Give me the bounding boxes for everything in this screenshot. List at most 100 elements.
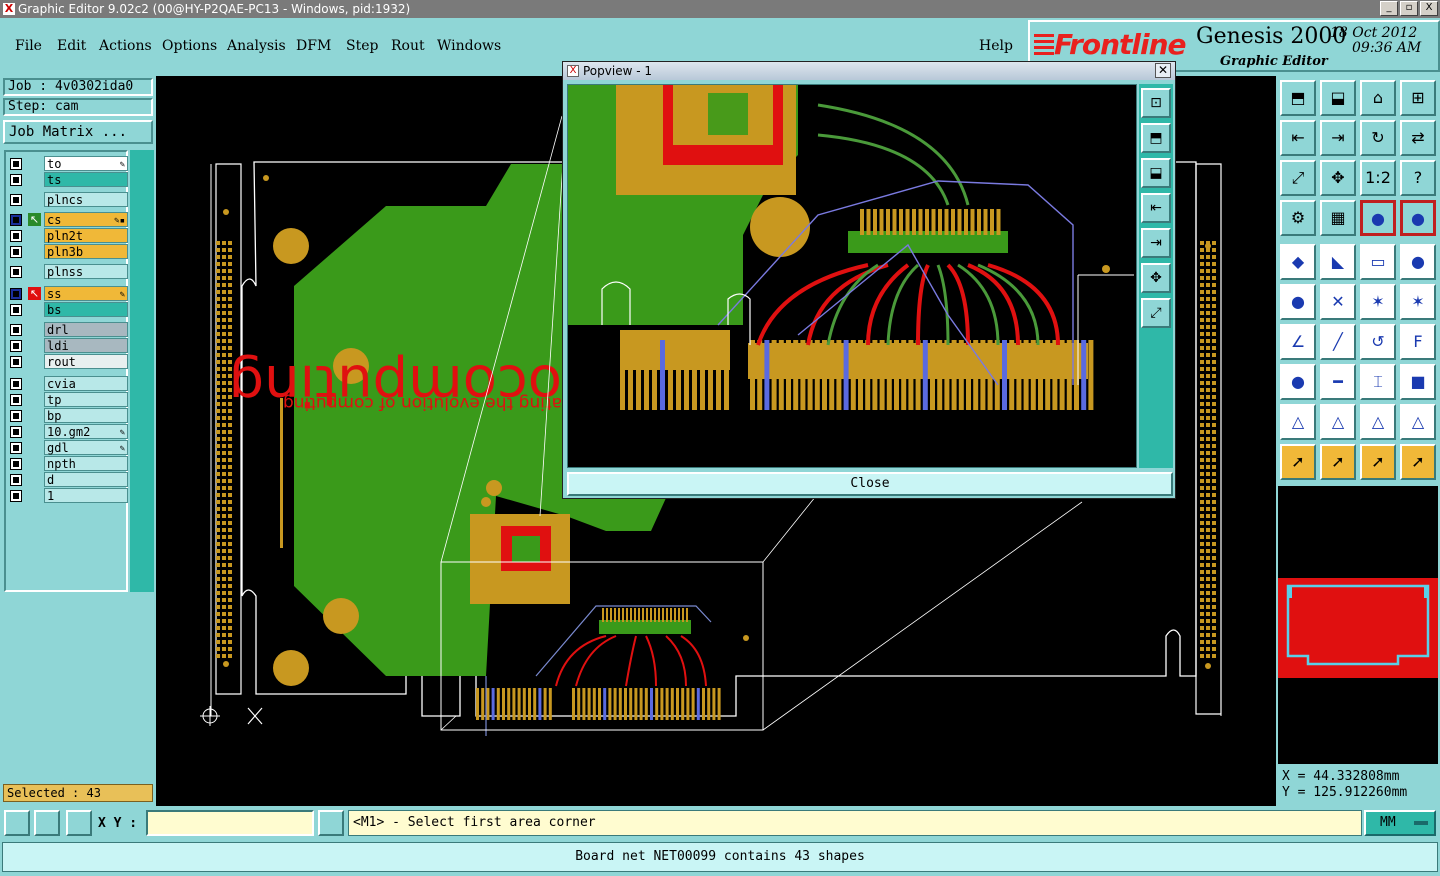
pointer-net-icon[interactable]: ➚ <box>1400 444 1436 480</box>
menu-help[interactable]: Help <box>979 38 1013 54</box>
layer-name[interactable]: to✎ <box>44 156 128 171</box>
layer-name[interactable]: ldi <box>44 338 128 353</box>
menu-analysis[interactable]: Analysis <box>227 38 286 54</box>
layer-name[interactable]: d <box>44 472 128 487</box>
popview-close-button[interactable]: Close <box>567 472 1173 496</box>
layer-checkbox[interactable] <box>10 474 22 486</box>
pointer-alt-icon[interactable]: ➚ <box>1360 444 1396 480</box>
connect-icon[interactable]: ● <box>1280 284 1316 320</box>
segment-icon[interactable]: ━ <box>1320 364 1356 400</box>
layer-row-to[interactable]: to✎ <box>8 156 128 172</box>
pointer-box-icon[interactable]: ➚ <box>1320 444 1356 480</box>
menu-edit[interactable]: Edit <box>57 38 87 54</box>
popview-close-x-button[interactable]: ✕ <box>1155 63 1171 78</box>
layer-checkbox[interactable] <box>10 214 22 226</box>
layer-name[interactable]: 10.gm2✎ <box>44 424 128 439</box>
layer-name[interactable]: bs <box>44 302 128 317</box>
menu-actions[interactable]: Actions <box>99 38 152 54</box>
menu-file[interactable]: File <box>15 38 42 54</box>
layer-name[interactable]: pln2t <box>44 228 128 243</box>
layer-row-1[interactable]: 1 <box>8 488 128 504</box>
text-icon[interactable]: F <box>1400 324 1436 360</box>
triangle-icon[interactable]: △ <box>1280 404 1316 440</box>
layer-name[interactable]: npth <box>44 456 128 471</box>
layer-row-cvia[interactable]: cvia <box>8 376 128 392</box>
layer-name[interactable]: tp <box>44 392 128 407</box>
layer-checkbox[interactable] <box>10 288 22 300</box>
layer-row-npth[interactable]: npth <box>8 456 128 472</box>
swap-icon[interactable]: ⇄ <box>1400 120 1436 156</box>
overview-minimap[interactable] <box>1278 486 1438 764</box>
layer-name[interactable]: plncs <box>44 192 128 207</box>
layer-row-rout[interactable]: rout <box>8 354 128 370</box>
layer-row-plnss[interactable]: plnss <box>8 264 128 280</box>
cross-icon[interactable]: ✕ <box>1320 284 1356 320</box>
popview-zoom-out-icon[interactable]: ⬓ <box>1141 158 1171 188</box>
line-icon[interactable]: ╱ <box>1320 324 1356 360</box>
layer-row-ldi[interactable]: ldi <box>8 338 128 354</box>
popview-pan-right-icon[interactable]: ⇥ <box>1141 228 1171 258</box>
layer-row-tp[interactable]: tp <box>8 392 128 408</box>
popview-zoom-icon[interactable]: ⊡ <box>1141 88 1171 118</box>
menu-step[interactable]: Step <box>346 38 379 54</box>
layer-name[interactable]: plnss <box>44 264 128 279</box>
layer-name[interactable]: cvia <box>44 376 128 391</box>
layer-name[interactable]: drl <box>44 322 128 337</box>
home-icon[interactable]: ⌂ <box>1360 80 1396 116</box>
grid-icon[interactable]: ▦ <box>1320 200 1356 236</box>
popview-pan-left-icon[interactable]: ⇤ <box>1141 193 1171 223</box>
triangle-alt-icon[interactable]: △ <box>1320 404 1356 440</box>
triangle-sel-icon[interactable]: △ <box>1400 404 1436 440</box>
zoom-out-icon[interactable]: ⬓ <box>1320 80 1356 116</box>
layer-row-bs[interactable]: bs <box>8 302 128 318</box>
layer-checkbox[interactable] <box>10 304 22 316</box>
layer-checkbox[interactable] <box>10 266 22 278</box>
close-window-button[interactable]: X <box>1420 1 1438 16</box>
layer-list-scroll-strip[interactable] <box>130 150 154 592</box>
layer-row-plncs[interactable]: plncs <box>8 192 128 208</box>
layer-checkbox[interactable] <box>10 410 22 422</box>
vertex-icon[interactable]: ✶ <box>1360 284 1396 320</box>
measure-icon[interactable]: ⌶ <box>1360 364 1396 400</box>
popview-canvas[interactable] <box>567 84 1137 468</box>
settings-icon[interactable]: ⚙ <box>1280 200 1316 236</box>
layer-name[interactable]: gdl✎ <box>44 440 128 455</box>
zoom-fit-icon[interactable]: ✥ <box>1320 160 1356 196</box>
layer-checkbox[interactable] <box>10 230 22 242</box>
layer-checkbox[interactable] <box>10 378 22 390</box>
layer-row-gdl[interactable]: gdl✎ <box>8 440 128 456</box>
help-icon[interactable]: ? <box>1400 160 1436 196</box>
scale-1-2-icon[interactable]: 1:2 <box>1360 160 1396 196</box>
maximize-button[interactable]: ▫ <box>1400 1 1418 16</box>
menu-rout[interactable]: Rout <box>391 38 425 54</box>
layer-checkbox[interactable] <box>10 458 22 470</box>
triangle-filled-icon[interactable]: △ <box>1360 404 1396 440</box>
info-icon[interactable] <box>318 810 344 836</box>
dot-icon[interactable]: ● <box>1400 244 1436 280</box>
layer-checkbox[interactable] <box>10 426 22 438</box>
layer-checkbox[interactable] <box>10 246 22 258</box>
layer-checkbox[interactable] <box>10 490 22 502</box>
fit-icon[interactable]: ⤢ <box>1280 160 1316 196</box>
layer-row-10.gm2[interactable]: 10.gm2✎ <box>8 424 128 440</box>
layer-name[interactable]: cs✎▪ <box>44 212 128 227</box>
group-icon[interactable]: ■ <box>1400 364 1436 400</box>
minimize-button[interactable]: _ <box>1380 1 1398 16</box>
layer-row-cs[interactable]: ↖cs✎▪ <box>8 212 128 228</box>
layer-row-pln3b[interactable]: pln3b <box>8 244 128 260</box>
layer-row-d[interactable]: d <box>8 472 128 488</box>
feature-red-icon[interactable]: ◣ <box>1320 244 1356 280</box>
net-icon[interactable]: ● <box>1360 200 1396 236</box>
layer-name[interactable]: ss✎ <box>44 286 128 301</box>
layer-name[interactable]: 1 <box>44 488 128 503</box>
layer-checkbox[interactable] <box>10 394 22 406</box>
pad-icon[interactable]: ◆ <box>1280 244 1316 280</box>
net-select-icon[interactable]: ● <box>1400 200 1436 236</box>
line-angle-icon[interactable]: ∠ <box>1280 324 1316 360</box>
popview-window[interactable]: X Popview - 1 ✕ <box>562 61 1176 499</box>
pan-left-icon[interactable]: ⇤ <box>1280 120 1316 156</box>
ruler-icon[interactable]: ▭ <box>1360 244 1396 280</box>
menu-dfm[interactable]: DFM <box>296 38 332 54</box>
layer-checkbox[interactable] <box>10 324 22 336</box>
layer-name[interactable]: ts <box>44 172 128 187</box>
